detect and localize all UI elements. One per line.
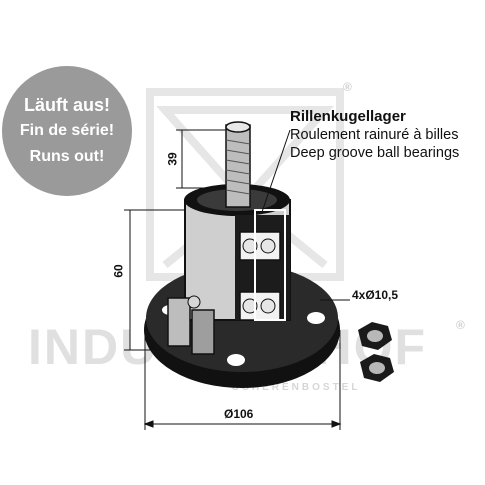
dimension-diameter [143, 330, 342, 430]
bearing-label-french: Roulement rainuré à billes [290, 127, 459, 143]
mounting-hole-front [227, 354, 245, 366]
leader-bearing [261, 129, 291, 213]
ball [260, 238, 276, 254]
bearing-label: Rillenkugellager Roulement rainuré à bil… [290, 108, 459, 162]
hex-nut-1 [358, 322, 392, 350]
bearing-label-english: Deep groove ball bearings [290, 145, 460, 161]
ball [242, 298, 258, 314]
registered-mark-top: ® [343, 80, 352, 94]
ball [242, 238, 258, 254]
threaded-shaft [225, 124, 251, 208]
ball [260, 298, 276, 314]
badge-line-german: Läuft aus! [23, 95, 110, 115]
dimension-shaft-label: 39 [165, 152, 180, 166]
dimension-body-label: 60 [111, 264, 126, 278]
discontinued-badge: Läuft aus! Fin de série! Runs out! [2, 66, 132, 196]
registered-mark-bottom: ® [456, 318, 465, 332]
watermark-location: SCHERENBOSTEL [232, 382, 361, 393]
dimension-body [124, 209, 185, 351]
mounting-hole-right [307, 312, 325, 324]
dimension-shaft [176, 129, 226, 189]
badge-line-french: Fin de série! [19, 122, 115, 139]
hex-nut-2 [360, 354, 394, 382]
grease-bracket [167, 297, 191, 347]
bearing-label-title: Rillenkugellager [290, 108, 406, 125]
dimension-holes-label: 4xØ10,5 [352, 288, 399, 302]
dimension-diameter-label: Ø106 [224, 407, 254, 421]
badge-line-english: Runs out! [29, 148, 105, 165]
